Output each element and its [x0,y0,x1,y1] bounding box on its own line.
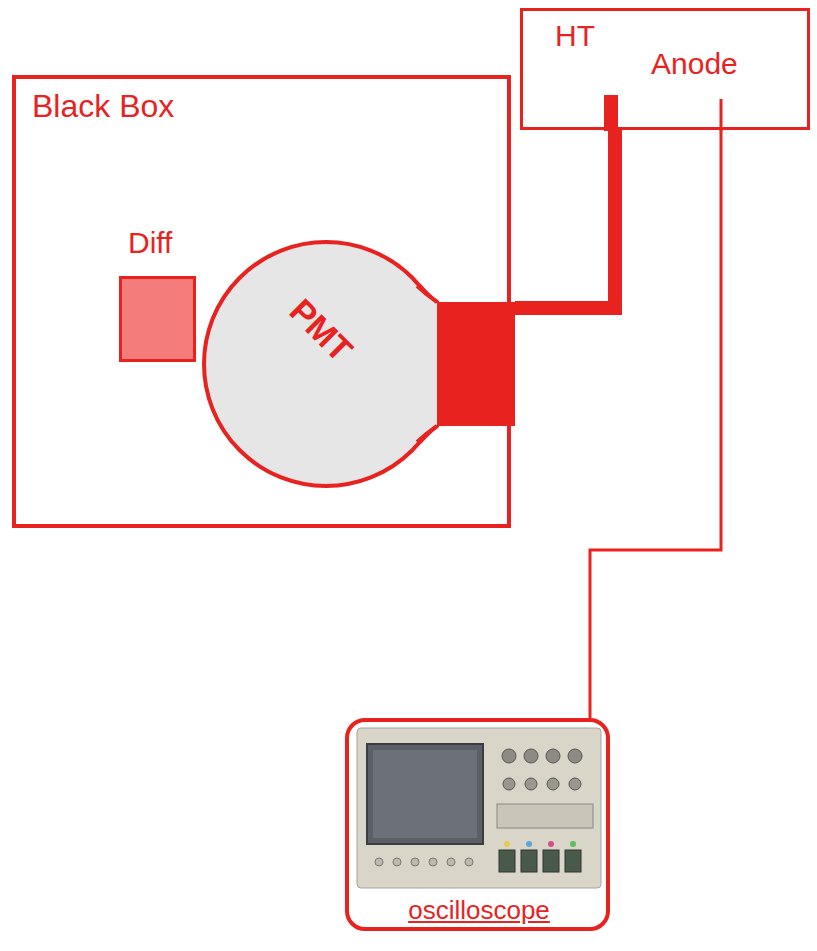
scope-knob [569,778,581,790]
pmt-bulb [204,242,448,486]
part-label: HT [555,19,595,52]
scope-knob [502,749,516,763]
scope-input [499,850,515,872]
scope-channel-led [548,841,554,847]
signal-cable [590,130,721,718]
pmt-neck-fill [413,287,437,441]
scope-button [411,858,419,866]
device-label: oscilloscope [408,896,550,925]
text-holder: Anode [651,47,738,80]
pmt-neck-line [417,286,437,442]
scope-channel-led [504,841,510,847]
scope-knob [547,778,559,790]
scope-screen [367,744,483,844]
scope-knob [524,749,538,763]
part-label: Black Box [32,89,174,124]
scope-channel-led [526,841,532,847]
scope-button [375,858,383,866]
scope-knob [568,749,582,763]
scope-body [357,728,601,888]
oscilloscope-unit: oscilloscope [345,718,610,931]
text-holder: Black Box [32,89,174,124]
black-box-enclosure: Black BoxDiffPMT [12,75,511,528]
scope-button [465,858,473,866]
scope-input [565,850,581,872]
pmt-outline [201,239,515,489]
scope-screen-inner [373,750,477,838]
part-label: Anode [651,47,738,80]
pmt-base [437,302,515,426]
scope-input [521,850,537,872]
scope-panel [497,804,593,828]
scope-knob [525,778,537,790]
scope-knob [546,749,560,763]
scope-button [447,858,455,866]
anode-terminal [720,99,723,131]
scope-channel-led [570,841,576,847]
text-holder: HT [555,19,595,52]
ht-terminal [604,95,618,131]
pmt-tube: PMT [201,239,515,489]
part-label: Diff [128,226,172,259]
diffuser-square [119,276,196,362]
diffuser-block: Diff [114,222,199,364]
scope-knob [503,778,515,790]
scope-input [543,850,559,872]
ht-supply-box: HT Anode [520,8,810,130]
text-holder: oscilloscope [408,896,550,925]
hv-cable [515,130,615,308]
scope-button [393,858,401,866]
scope-button [429,858,437,866]
text-holder: Diff [128,226,172,259]
